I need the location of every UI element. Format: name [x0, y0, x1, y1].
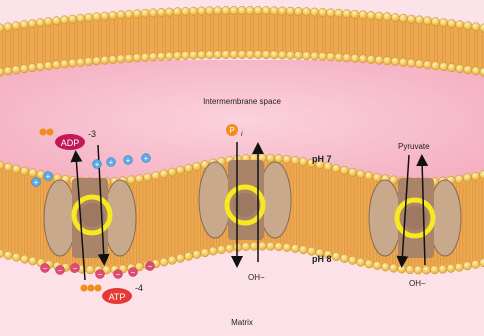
svg-text:−: − — [58, 266, 63, 275]
svg-text:−: − — [131, 268, 136, 277]
adp-charge: -3 — [88, 129, 96, 139]
svg-text:−: − — [116, 270, 121, 279]
ph-top-label: pH 7 — [312, 154, 332, 164]
pyruvate-label: Pyruvate — [398, 142, 430, 151]
pi-label: P — [229, 126, 234, 135]
svg-text:+: + — [144, 154, 149, 163]
intermembrane-label: Intermembrane space — [203, 97, 281, 106]
svg-text:−: − — [43, 264, 48, 273]
adp-label: ADP — [61, 138, 80, 148]
oh-label-2: OH− — [409, 279, 426, 288]
svg-text:+: + — [126, 156, 131, 165]
oh-label-1: OH− — [248, 273, 265, 282]
svg-text:+: + — [95, 160, 100, 169]
svg-text:+: + — [46, 172, 51, 181]
atp-charge: -4 — [135, 283, 143, 293]
svg-text:−: − — [148, 262, 153, 271]
svg-text:+: + — [109, 158, 114, 167]
ph-bottom-label: pH 8 — [312, 254, 332, 264]
matrix-label: Matrix — [231, 318, 253, 327]
svg-text:+: + — [34, 178, 39, 187]
svg-text:−: − — [73, 264, 78, 273]
atp-label: ATP — [109, 292, 126, 302]
svg-text:−: − — [98, 270, 103, 279]
